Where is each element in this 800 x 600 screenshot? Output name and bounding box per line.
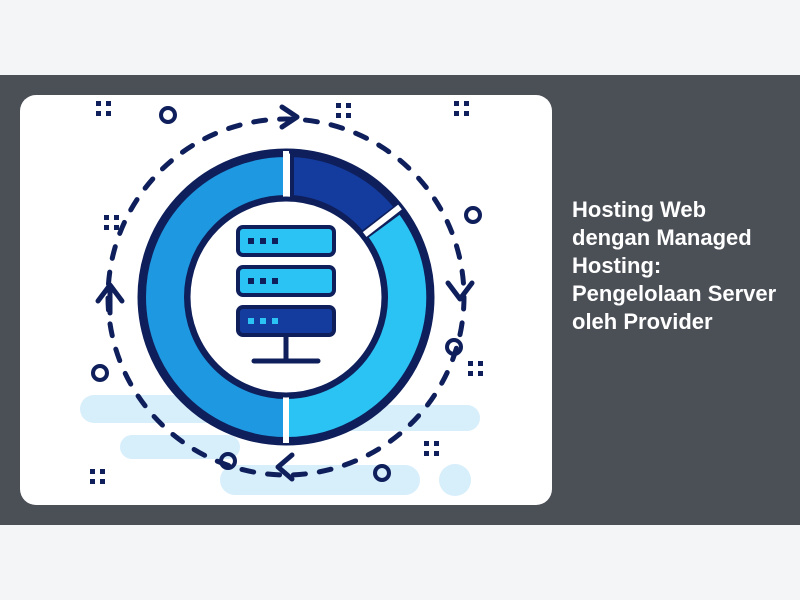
ring-ornaments [91,106,482,482]
illustration-card [20,95,552,505]
server-stack-icon [236,225,336,364]
server-cycle-icon [80,101,483,496]
article-title[interactable]: Hosting Web dengan Managed Hosting: Peng… [572,197,777,334]
arrow-left-icon [275,452,295,482]
arrow-down-icon [445,280,475,302]
arrow-right-icon [279,104,300,130]
dot-ornaments [90,101,483,484]
